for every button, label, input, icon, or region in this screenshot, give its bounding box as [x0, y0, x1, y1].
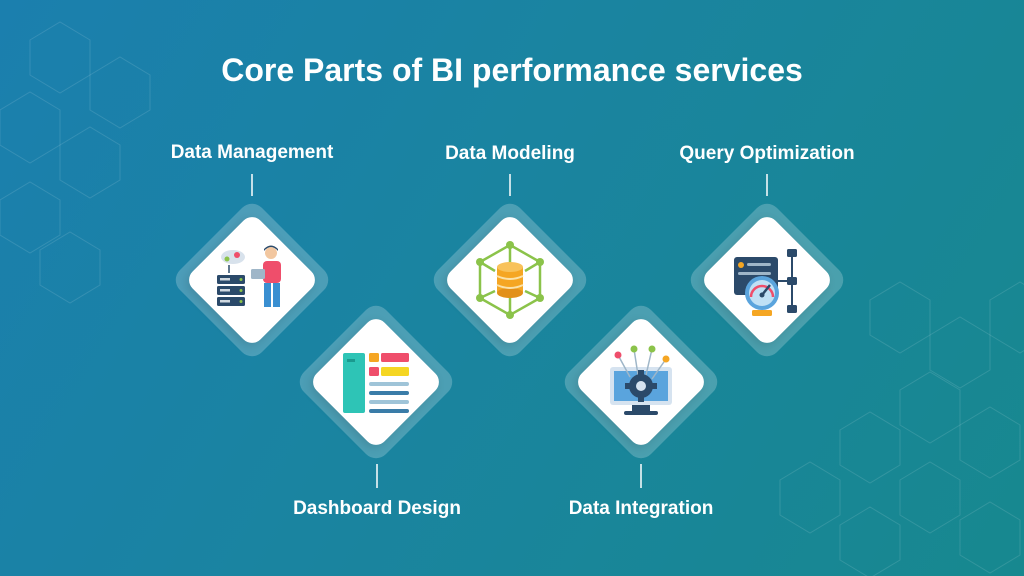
label-data-integration: Data Integration — [568, 498, 714, 519]
database-network-icon — [476, 241, 544, 319]
label-dashboard-design: Dashboard Design — [293, 498, 461, 519]
label-data-modeling: Data Modeling — [445, 143, 575, 164]
gear-monitor-icon — [610, 345, 672, 415]
page-title: Core Parts of BI performance services — [221, 52, 803, 88]
connector-data-integration — [640, 464, 642, 488]
server-person-icon — [217, 245, 281, 307]
dashboard-icon — [343, 353, 409, 413]
label-query-optimization: Query Optimization — [679, 143, 855, 164]
connector-data-modeling — [509, 174, 511, 196]
connector-data-management — [251, 174, 253, 196]
connector-dashboard-design — [376, 464, 378, 488]
speedometer-icon — [734, 249, 797, 316]
connector-query-optimization — [766, 174, 768, 196]
label-data-management: Data Management — [170, 142, 334, 163]
